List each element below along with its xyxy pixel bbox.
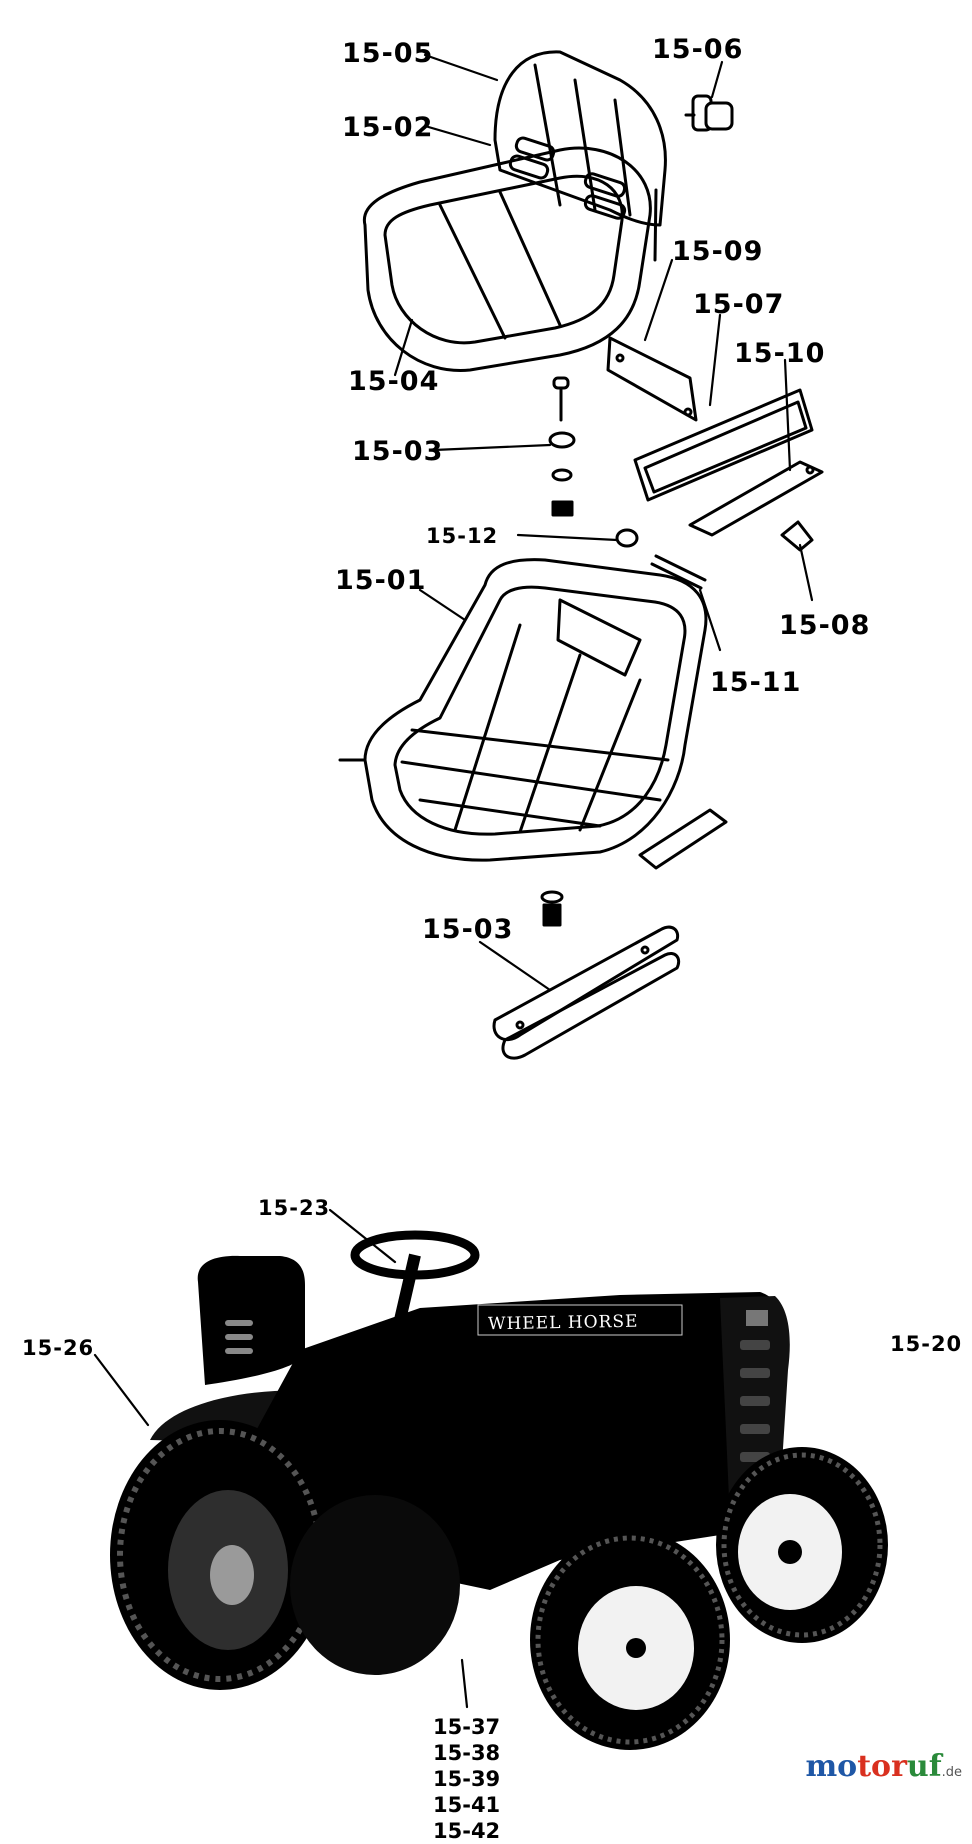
tractor-photo — [110, 1230, 888, 1750]
watermark-logo[interactable]: motoruf.de — [805, 1749, 962, 1784]
callout-15-03-upper[interactable]: 15-03 — [352, 436, 444, 467]
callout-15-04[interactable]: 15-04 — [348, 366, 440, 397]
strip-15-10 — [688, 460, 824, 537]
callout-15-06[interactable]: 15-06 — [652, 34, 744, 65]
callout-15-39[interactable]: 15-39 — [433, 1767, 501, 1791]
bracket-15-09 — [606, 336, 698, 422]
callout-15-23[interactable]: 15-23 — [258, 1196, 331, 1220]
front-wheel-left — [530, 1530, 730, 1750]
callout-15-10[interactable]: 15-10 — [734, 338, 826, 369]
mount-bar-15-03 — [492, 925, 681, 1060]
tractor-brand-text: WHEEL HORSE — [487, 1311, 639, 1335]
callout-15-12[interactable]: 15-12 — [426, 524, 499, 548]
callout-15-09[interactable]: 15-09 — [672, 236, 764, 267]
rear-wheel — [110, 1420, 330, 1690]
parts-diagram — [93, 50, 888, 1750]
callout-15-41[interactable]: 15-41 — [433, 1793, 501, 1817]
callout-15-01[interactable]: 15-01 — [335, 565, 427, 596]
front-wheel-right — [716, 1447, 888, 1643]
seat-back-15-05 — [493, 50, 667, 262]
mid-wheel — [290, 1495, 460, 1675]
callout-15-03-lower[interactable]: 15-03 — [422, 914, 514, 945]
callout-15-08[interactable]: 15-08 — [779, 610, 871, 641]
callout-15-26[interactable]: 15-26 — [22, 1336, 95, 1360]
bolt-stack-15-03 — [548, 376, 576, 517]
callout-15-42[interactable]: 15-42 — [433, 1819, 501, 1843]
knob-15-06 — [684, 94, 734, 132]
clip-15-08 — [780, 520, 814, 552]
label-strip — [638, 808, 728, 870]
seat-cushion-15-04 — [362, 146, 652, 372]
callout-15-20[interactable]: 15-20 — [890, 1332, 963, 1356]
bushing-15-12 — [615, 528, 707, 590]
callout-15-05[interactable]: 15-05 — [342, 38, 434, 69]
callout-stack: 15-37 15-38 15-39 15-41 15-42 — [433, 1714, 500, 1844]
callout-15-02[interactable]: 15-02 — [342, 112, 434, 143]
callout-15-38[interactable]: 15-38 — [433, 1741, 501, 1765]
callout-15-07[interactable]: 15-07 — [693, 289, 785, 320]
callout-15-11[interactable]: 15-11 — [710, 667, 802, 698]
bolt-15-03-lower — [540, 890, 564, 927]
tray-15-07 — [633, 388, 814, 502]
pan-seat-15-01 — [363, 558, 708, 862]
callout-15-37[interactable]: 15-37 — [433, 1715, 501, 1739]
